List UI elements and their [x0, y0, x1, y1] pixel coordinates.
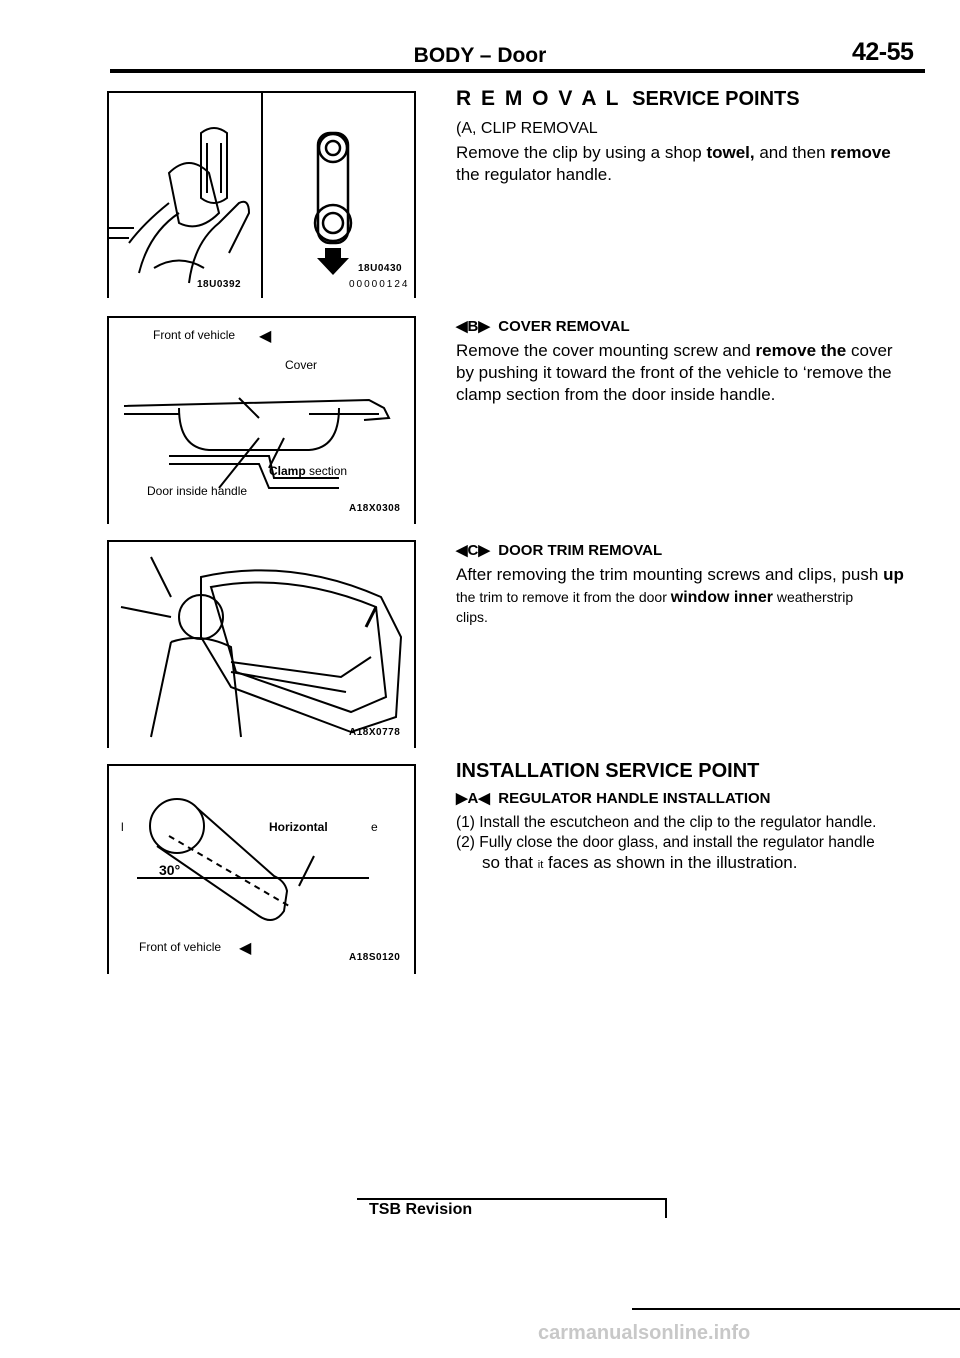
installation-step-1: (1) Install the escutcheon and the clip …: [456, 814, 877, 831]
removal-service-points-heading: R E M O V A L SERVICE POINTS: [456, 87, 800, 111]
horizontal-left-mark: l: [121, 820, 124, 834]
door-trim-line-1: After removing the trim mounting screws …: [456, 565, 904, 584]
door-trim-illustration: [120, 556, 403, 738]
page-header-title: BODY – Door: [413, 44, 547, 67]
clip-removal-text: Remove the clip by using a shop towel, a…: [456, 143, 891, 162]
watermark: carmanualsonline.info: [538, 1322, 751, 1344]
door-inside-handle-label: Door inside handle: [147, 484, 248, 498]
cover-handle-diagram: [123, 397, 391, 489]
cover-removal-line-1: Remove the cover mounting screw and remo…: [456, 341, 893, 360]
angle-label: 30°: [159, 862, 181, 878]
installation-step-2: (2) Fully close the door glass, and inst…: [456, 834, 875, 851]
installation-step-2b: so that it faces as shown in the illustr…: [482, 853, 798, 872]
clip-removal-heading: (A, CLIP REMOVAL: [456, 120, 598, 137]
marker-a-icon: ▶A◀: [456, 790, 490, 807]
hands-towel-illustration: [109, 127, 251, 284]
figure-code: A18X0778: [349, 727, 401, 738]
horizontal-label: Horizontal: [269, 820, 328, 834]
clamp-section-label: Clamp section: [269, 464, 348, 478]
figure-code-bottom: 00000124: [349, 279, 410, 290]
header-rule: [110, 69, 925, 73]
front-arrow-icon: ◀: [239, 940, 252, 957]
cover-removal-heading: ◀B▶ COVER REMOVAL: [456, 318, 630, 335]
marker-c-icon: ◀C▶: [456, 542, 490, 559]
figure-code: A18S0120: [349, 952, 401, 963]
cover-removal-line-2: by pushing it toward the front of the ve…: [456, 363, 892, 382]
footer-rule: [632, 1308, 960, 1310]
figure-cover-removal-panel: Front of vehicle ◀ Cover Clamp section D…: [107, 316, 416, 524]
handle-angle-diagram: [137, 798, 369, 921]
figure-handle-installation-panel: l Horizontal e 30° Front of vehicle ◀ A1…: [107, 764, 416, 974]
front-of-vehicle-label: Front of vehicle: [139, 940, 222, 954]
figure-divider: [261, 93, 263, 298]
door-trim-line-3: clips.: [456, 609, 488, 625]
cover-label: Cover: [285, 358, 318, 372]
marker-b-icon: ◀B▶: [456, 318, 490, 335]
cover-removal-line-3: clamp section from the door inside handl…: [456, 385, 776, 404]
tsb-revision-box: TSB Revision: [357, 1198, 667, 1218]
door-trim-removal-heading: ◀C▶ DOOR TRIM REMOVAL: [456, 542, 663, 559]
figure-code-right: 18U0430: [358, 263, 403, 274]
figure-clip-removal-panel: 18U0392 18U0430 00000124: [107, 91, 416, 298]
page-number: 42-55: [852, 38, 914, 66]
figure-door-trim-panel: A18X0778: [107, 540, 416, 748]
clip-removal-text-2: the regulator handle.: [456, 165, 612, 184]
installation-service-point-heading: INSTALLATION SERVICE POINT: [456, 760, 760, 782]
door-trim-line-2: the trim to remove it from the door wind…: [456, 589, 854, 606]
horizontal-right-mark: e: [371, 820, 378, 834]
front-of-vehicle-label: Front of vehicle: [153, 328, 236, 342]
front-arrow-icon: ◀: [259, 328, 272, 345]
figure-code: A18X0308: [349, 503, 401, 514]
regulator-handle-installation-heading: ▶A◀ REGULATOR HANDLE INSTALLATION: [456, 790, 771, 807]
regulator-handle-illustration: [313, 131, 353, 275]
figure-code-left: 18U0392: [197, 279, 242, 290]
